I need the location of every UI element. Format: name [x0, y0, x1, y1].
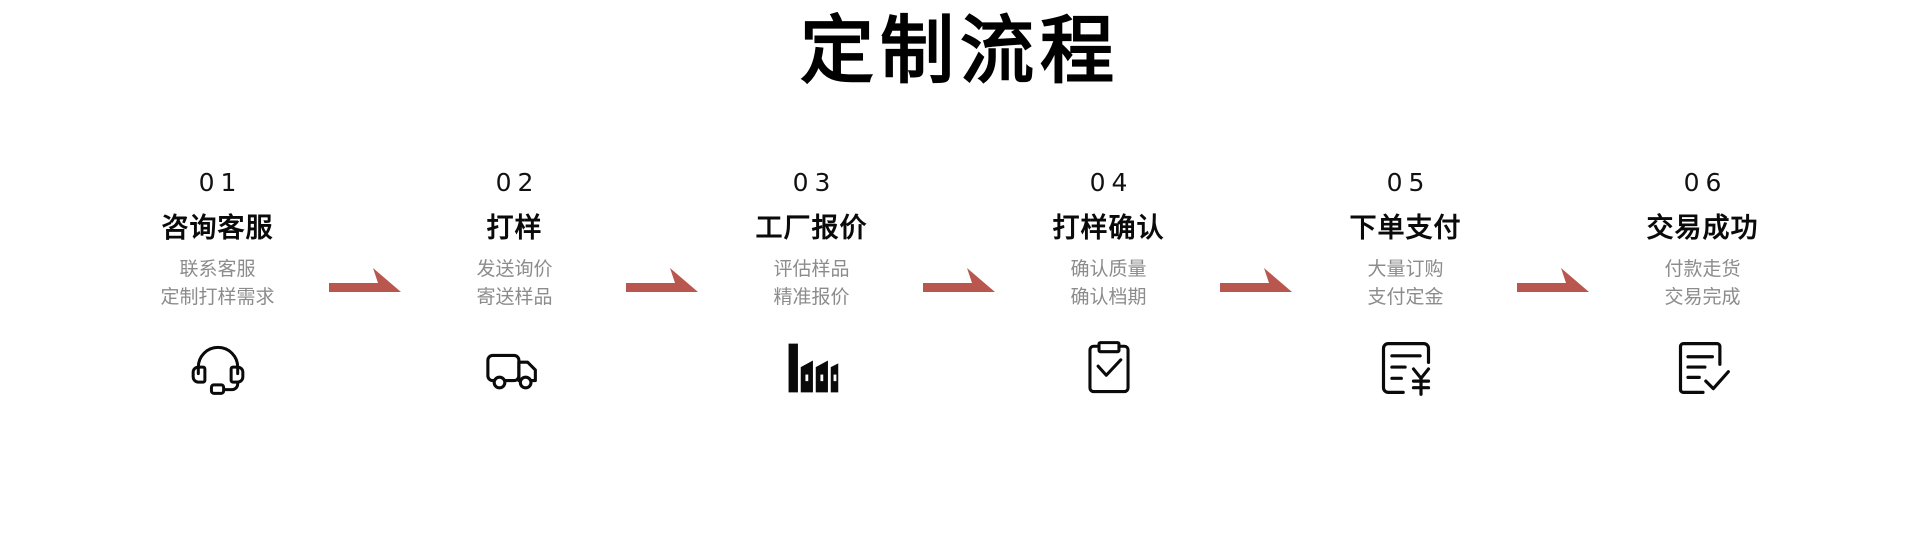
step-description-line-1: 大量订购	[1367, 258, 1444, 280]
step-item-03[interactable]: 03 工厂报价 评估样品 精准报价	[704, 170, 919, 400]
step-title: 打样确认	[1052, 213, 1165, 244]
step-number: 06	[1683, 168, 1728, 197]
step-title: 咨询客服	[161, 213, 274, 244]
arrow-3-4	[919, 170, 1001, 302]
step-number: 01	[198, 168, 243, 197]
step-item-04[interactable]: 04 打样确认 确认质量 确认档期	[1001, 170, 1216, 400]
page-title: 定制流程	[800, 8, 1120, 94]
step-item-02[interactable]: 02 打样 发送询价 寄送样品	[407, 170, 622, 400]
step-description: 发送询价 寄送样品	[476, 256, 552, 312]
step-description-line-2: 支付定金	[1367, 285, 1444, 308]
step-description: 大量订购 支付定金	[1367, 256, 1443, 312]
step-number: 04	[1089, 168, 1134, 197]
document-check-icon	[1671, 336, 1735, 400]
step-title: 交易成功	[1646, 213, 1759, 244]
step-description-line-2: 定制打样需求	[160, 285, 275, 308]
clipboard-check-icon	[1077, 336, 1141, 400]
arrow-5-6	[1513, 170, 1595, 302]
step-title: 下单支付	[1349, 213, 1462, 244]
step-item-05[interactable]: 05 下单支付 大量订购 支付定金	[1298, 170, 1513, 400]
step-description-line-1: 确认质量	[1070, 258, 1147, 280]
step-description-line-1: 联系客服	[179, 258, 256, 280]
truck-icon	[483, 336, 547, 400]
step-number: 02	[495, 168, 540, 197]
process-steps-row: 01 咨询客服 联系客服 定制打样需求	[0, 170, 1920, 400]
title-container: 定制流程	[0, 0, 1920, 88]
step-item-01[interactable]: 01 咨询客服 联系客服 定制打样需求	[110, 170, 325, 400]
step-description-line-2: 精准报价	[773, 285, 850, 308]
step-title: 打样	[486, 213, 543, 244]
step-description: 联系客服 定制打样需求	[160, 256, 274, 312]
step-item-06[interactable]: 06 交易成功 付款走货 交易完成	[1595, 170, 1810, 400]
step-description: 评估样品 精准报价	[773, 256, 849, 312]
headset-icon	[186, 336, 250, 400]
step-number: 03	[792, 168, 837, 197]
step-description: 确认质量 确认档期	[1070, 256, 1146, 312]
factory-icon	[780, 336, 844, 400]
arrow-4-5	[1216, 170, 1298, 302]
step-description-line-1: 发送询价	[476, 258, 553, 280]
step-description-line-2: 寄送样品	[476, 285, 553, 308]
step-description-line-1: 评估样品	[773, 258, 850, 280]
step-description-line-2: 交易完成	[1664, 285, 1741, 308]
step-number: 05	[1386, 168, 1431, 197]
step-description-line-1: 付款走货	[1664, 258, 1741, 280]
step-description: 付款走货 交易完成	[1664, 256, 1740, 312]
step-description-line-2: 确认档期	[1070, 285, 1147, 308]
arrow-2-3	[622, 170, 704, 302]
step-title: 工厂报价	[755, 213, 868, 244]
invoice-yuan-icon	[1374, 336, 1438, 400]
arrow-1-2	[325, 170, 407, 302]
